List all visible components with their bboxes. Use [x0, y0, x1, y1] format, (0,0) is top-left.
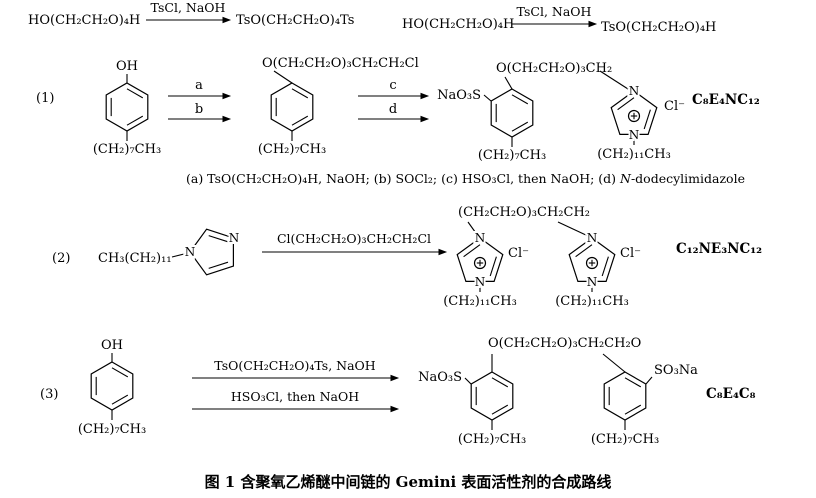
bond [483, 94, 492, 102]
footnote-italic-n: N [619, 171, 632, 186]
footnote-part1: (a) TsO(CH₂CH₂O)₄H, NaOH; (b) SOCl₂; (c)… [186, 171, 620, 186]
product-structure-c8e4c8: O(CH₂CH₂O)₃CH₂CH₂O NaO₃S (CH₂)₇CH₃ SO₃Na… [418, 336, 698, 447]
product-structure-c12ne3nc12: (CH₂CH₂O)₃CH₂CH₂ N N Cl⁻ (CH₂)₁₁CH₃ N N … [443, 205, 641, 309]
tosylation-right: HO(CH₂CH₂O)₄H TsCl, NaOH TsO(CH₂CH₂O)₄H [402, 4, 716, 35]
alkyl-tail-label: (CH₂)₇CH₃ [78, 422, 146, 437]
step-d-label: d [389, 102, 397, 117]
reagent-label: TsCl, NaOH [151, 0, 226, 15]
octylphenol-structure: OH (CH₂)₇CH₃ [93, 59, 161, 157]
footnote: (a) TsO(CH₂CH₂O)₄H, NaOH; (b) SOCl₂; (c)… [186, 171, 745, 186]
ether-chain-label: O(CH₂CH₂O)₃CH₂CH₂Cl [262, 56, 419, 71]
benzene-ring [490, 88, 534, 138]
bond [273, 70, 293, 84]
alkyl-tail-label: (CH₂)₇CH₃ [478, 148, 546, 163]
step-a-label: a [195, 78, 203, 93]
reagent-label-2: HSO₃Cl, then NaOH [231, 389, 359, 404]
product-name: C₈E₄C₈ [706, 386, 756, 402]
bond [171, 252, 189, 258]
chloride-counterion-label: Cl⁻ [508, 246, 529, 261]
reagent-label: Cl(CH₂CH₂O)₃CH₂CH₂Cl [277, 231, 431, 246]
nitrogen-label: N [587, 231, 598, 245]
benzene-ring [105, 82, 149, 132]
dodecyl-tail-label: (CH₂)₁₁CH₃ [443, 294, 517, 309]
bond [467, 221, 479, 237]
bond [504, 76, 513, 90]
reactant-formula: HO(CH₂CH₂O)₄H [402, 17, 514, 32]
reaction-1: (1) OH (CH₂)₇CH₃ a b O(CH₂CH₂O)₃CH₂CH₂Cl… [36, 56, 760, 186]
footnote-part2: -dodecylimidazole [631, 171, 745, 186]
product-formula: TsO(CH₂CH₂O)₄Ts [236, 13, 354, 28]
product-formula: TsO(CH₂CH₂O)₄H [601, 20, 716, 35]
dodecyl-tail-label: (CH₂)₁₁CH₃ [597, 147, 671, 162]
nitrogen-label: N [587, 275, 598, 289]
benzene-ring [603, 371, 647, 421]
reaction-number: (3) [40, 387, 58, 402]
ether-chain-label: O(CH₂CH₂O)₃CH₂ [496, 61, 612, 76]
dodecyl-tail-label: (CH₂)₁₁CH₃ [555, 294, 629, 309]
nitrogen-label: N [229, 231, 240, 245]
benzene-ring [270, 82, 314, 132]
chloro-intermediate-structure: O(CH₂CH₂O)₃CH₂CH₂Cl (CH₂)₇CH₃ [258, 56, 419, 157]
step-b-label: b [195, 102, 203, 117]
reagent-label: TsCl, NaOH [517, 4, 592, 19]
reaction-number: (2) [52, 251, 70, 266]
chloride-counterion-label: Cl⁻ [664, 99, 685, 114]
bond [599, 70, 629, 90]
nitrogen-label: N [475, 231, 486, 245]
reagent-label-1: TsO(CH₂CH₂O)₄Ts, NaOH [214, 358, 375, 373]
alkyl-tail-label: (CH₂)₇CH₃ [591, 432, 659, 447]
nitrogen-label: N [185, 245, 196, 259]
benzene-ring [90, 361, 134, 411]
octylphenol-structure: OH (CH₂)₇CH₃ [78, 338, 146, 437]
alkyl-tail-label: (CH₂)₇CH₃ [258, 142, 326, 157]
nitrogen-label: N [629, 128, 640, 142]
hydroxyl-label: OH [116, 59, 138, 74]
bond [464, 377, 472, 385]
bond [645, 376, 653, 385]
sulfonate-left-label: NaO₃S [418, 370, 462, 385]
bond [557, 221, 589, 237]
step-c-label: c [389, 78, 396, 93]
reaction-number: (1) [36, 91, 54, 106]
imidazole-ring [189, 228, 234, 276]
dodecylimidazole-structure: CH₃(CH₂)₁₁ N N [98, 228, 241, 276]
reactant-formula: HO(CH₂CH₂O)₄H [28, 13, 140, 28]
nitrogen-label: N [629, 84, 640, 98]
bond [602, 353, 626, 373]
sulfonate-right-label: SO₃Na [654, 363, 698, 378]
reaction-3: (3) OH (CH₂)₇CH₃ TsO(CH₂CH₂O)₄Ts, NaOH H… [40, 336, 756, 447]
tosylation-left: HO(CH₂CH₂O)₄H TsCl, NaOH TsO(CH₂CH₂O)₄Ts [28, 0, 354, 28]
product-name: C₁₂NE₃NC₁₂ [676, 241, 762, 257]
hydroxyl-label: OH [101, 338, 123, 353]
ether-chain-label: (CH₂CH₂O)₃CH₂CH₂ [458, 205, 590, 220]
ether-chain-label: O(CH₂CH₂O)₃CH₂CH₂O [488, 336, 641, 351]
nitrogen-label: N [475, 275, 486, 289]
alkyl-chain-label: CH₃(CH₂)₁₁ [98, 251, 172, 266]
figure-caption: 图 1 含聚氧乙烯醚中间链的 Gemini 表面活性剂的合成路线 [205, 473, 612, 491]
reaction-2: (2) CH₃(CH₂)₁₁ N N Cl(CH₂CH₂O)₃CH₂CH₂Cl … [52, 205, 762, 309]
alkyl-tail-label: (CH₂)₇CH₃ [93, 142, 161, 157]
alkyl-tail-label: (CH₂)₇CH₃ [458, 432, 526, 447]
product-structure-c8e4nc12: O(CH₂CH₂O)₃CH₂ NaO₃S (CH₂)₇CH₃ N N Cl⁻ (… [437, 61, 685, 163]
chloride-counterion-label: Cl⁻ [620, 246, 641, 261]
benzene-ring [470, 371, 514, 421]
sulfonate-label: NaO₃S [437, 88, 481, 103]
product-name: C₈E₄NC₁₂ [692, 92, 760, 108]
